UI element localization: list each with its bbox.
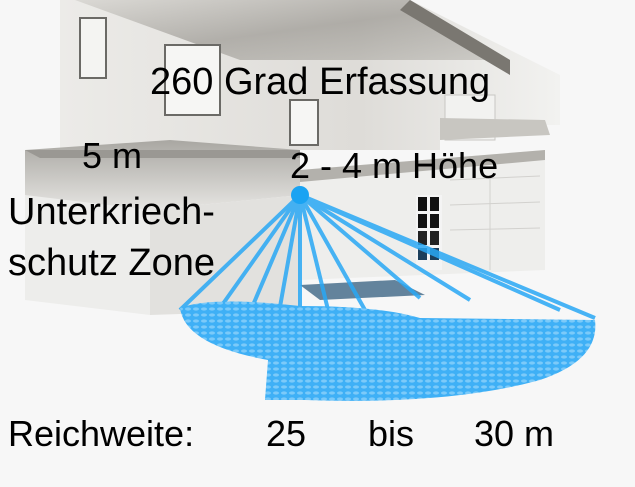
distance-label: 5 m <box>82 135 143 176</box>
zone-label-line2: schutz Zone <box>8 242 215 284</box>
range-separator: bis <box>368 413 415 454</box>
detection-zone <box>180 301 596 401</box>
range-max: 30 m <box>474 413 555 454</box>
zone-label-line1: Unterkriech- <box>8 191 215 233</box>
range-label: Reichweite: <box>8 413 195 454</box>
range-min: 25 <box>266 413 307 454</box>
detection-beams <box>178 193 596 325</box>
detection-angle-label: 260 Grad Erfassung <box>150 61 491 103</box>
mount-height-label: 2 - 4 m Höhe <box>290 145 499 186</box>
door-window <box>416 195 442 270</box>
motion-sensor-icon <box>291 186 309 204</box>
